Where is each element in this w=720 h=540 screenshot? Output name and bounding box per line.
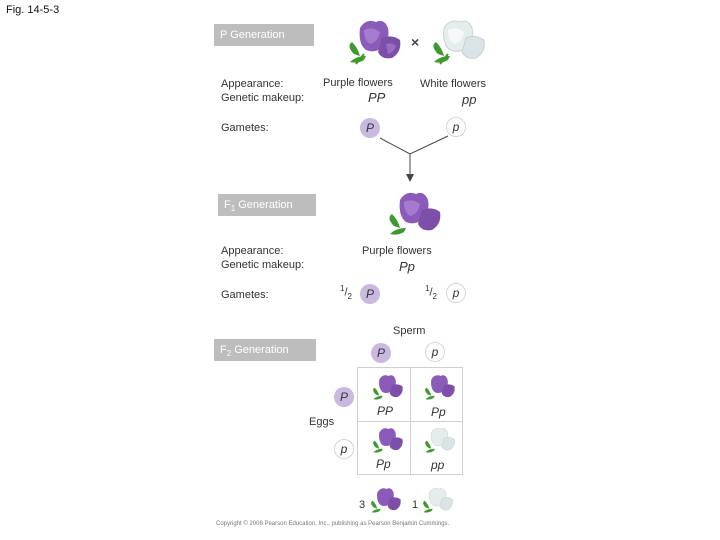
cell-genotype-2-2: pp [431,458,445,472]
f1-gamete-dominant: P [360,284,380,304]
punnett-divider-horizontal [358,421,462,422]
egg-gamete-recessive: p [334,439,354,459]
f1-appearance-label: Appearance: [221,245,284,257]
p-white-phenotype: White flowers [420,78,487,90]
f1-half-dominant: 1/2 [340,284,352,301]
white-flower-icon [433,20,485,65]
purple-flower-icon [349,20,401,65]
copyright-notice: Copyright © 2008 Pearson Education, Inc.… [216,521,450,527]
cell-genotype-2-1: Pp [376,457,391,471]
ratio-purple-flower-icon [371,488,401,513]
ratio-purple-count: 3 [359,499,366,511]
white-flower-petals [443,20,485,59]
cell-genotype-1-1: PP [377,404,394,418]
half-numerator: 1 [340,284,345,293]
eggs-label: Eggs [309,416,335,428]
p-genetic-label: Genetic makeup: [221,92,305,104]
cell-pp-hetero2-flower-icon [373,428,403,453]
sperm-label: Sperm [393,325,426,337]
fertilization-arrow [379,135,449,182]
p-gamete-recessive: p [446,117,466,137]
f1-generation-bar: F1 Generation [218,194,316,216]
f1-generation-title-f: F [224,199,231,211]
f1-gametes-label: Gametes: [221,289,269,301]
half-denominator: 2 [347,291,352,301]
p-purple-genotype: PP [368,90,386,105]
f1-genotype: Pp [399,259,415,274]
f1-genetic-label: Genetic makeup: [221,259,305,271]
f1-gamete-recessive: p [446,283,466,303]
punnett-square [357,367,463,475]
p-gametes-label: Gametes: [221,122,269,134]
purple-flower-petals [359,20,401,59]
p-white-genotype: pp [462,92,477,107]
white-flower-leaves [433,42,450,65]
f1-half-recessive: 1/2 [425,284,437,301]
cell-pp-dominant-flower-icon [373,375,403,400]
f1-purple-flower-icon [389,192,441,235]
cell-pp-recessive-flower-icon [425,428,455,453]
sperm-gamete-recessive: p [425,342,445,362]
p-purple-phenotype: Purple flowers [323,77,393,89]
cell-genotype-1-2: Pp [431,405,446,419]
f1-phenotype: Purple flowers [362,245,432,257]
ratio-white-flower-icon [423,488,453,513]
p-generation-bar: P Generation [214,24,314,46]
f2-generation-title-f: F [220,344,227,356]
f2-generation-title-sub: 2 [226,349,232,359]
p-appearance-label: Appearance: [221,78,284,90]
p-gamete-dominant: P [360,118,380,138]
f1-generation-title-rest: Generation [235,199,293,211]
half-denominator: 2 [432,291,437,301]
f1-generation-title-sub: 1 [230,204,236,214]
cell-pp-hetero-flower-icon [425,375,455,400]
f2-generation-bar: F2 Generation [214,339,316,361]
cross-symbol: × [411,34,420,50]
purple-flower-leaves [349,42,366,65]
ratio-white-count: 1 [412,499,419,511]
sperm-gamete-dominant: P [371,343,391,363]
p-generation-title: P Generation [220,29,285,41]
half-numerator: 1 [425,284,430,293]
egg-gamete-dominant: P [334,387,354,407]
figure-label: Fig. 14-5-3 [6,4,60,16]
f2-generation-title-rest: Generation [231,344,289,356]
